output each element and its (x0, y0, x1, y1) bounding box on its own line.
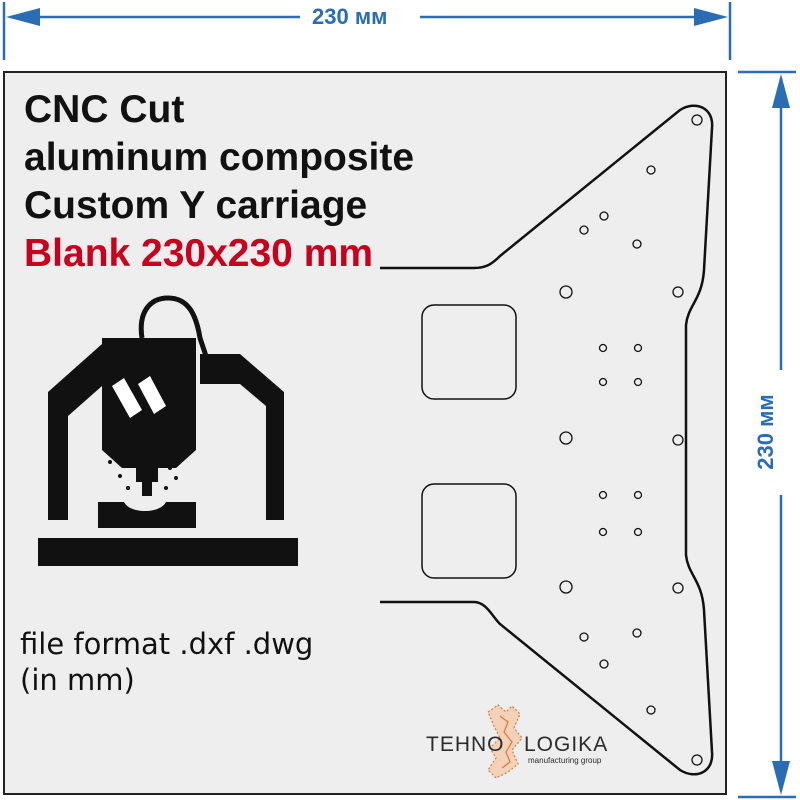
hole (598, 527, 608, 537)
arrow-down-icon (772, 761, 790, 795)
logo-text-right: LOGIKA (524, 733, 609, 756)
hole (559, 580, 573, 594)
hole (672, 582, 684, 594)
hole (632, 628, 642, 638)
hole (691, 114, 703, 126)
hole (672, 286, 684, 298)
tehnologika-logo-icon (487, 704, 523, 779)
height-dimension-label: 230 мм (753, 388, 778, 476)
hole (646, 705, 656, 715)
arrow-left-icon (6, 8, 40, 26)
hole (598, 343, 608, 353)
cutout-lower (421, 483, 517, 579)
hole (559, 285, 573, 299)
title-line-4: Blank 230x230 mm (24, 232, 374, 275)
hole (599, 211, 609, 221)
file-format-line-1: file format .dxf .dwg (20, 627, 314, 661)
hole (632, 239, 642, 249)
hole (691, 754, 703, 766)
hole (633, 343, 643, 353)
hole (598, 377, 608, 387)
arrow-right-icon (694, 8, 728, 26)
hole (633, 377, 643, 387)
hole (633, 490, 643, 500)
right-dimension (738, 70, 796, 799)
title-line-1: CNC Cut (24, 88, 185, 131)
hole (672, 434, 684, 446)
logo-tagline: manufacturing group (528, 756, 602, 765)
hole (633, 527, 643, 537)
width-dimension-label: 230 мм (312, 4, 388, 29)
title-line-3: Custom Y carriage (24, 184, 368, 227)
hole (598, 490, 608, 500)
mounting-holes (559, 114, 703, 766)
cutout-upper (421, 304, 517, 400)
hole (579, 632, 589, 642)
hole (579, 225, 589, 235)
hole (599, 659, 609, 669)
y-carriage-outline (380, 104, 714, 776)
title-line-2: aluminum composite (24, 136, 415, 179)
cnc-machine-icon (38, 295, 298, 566)
hole (646, 165, 656, 175)
hole (559, 431, 573, 445)
arrow-up-icon (772, 74, 790, 108)
top-dimension (2, 2, 732, 60)
logo-text-left: TEHNO (426, 733, 505, 756)
file-format-line-2: (in mm) (20, 663, 135, 697)
